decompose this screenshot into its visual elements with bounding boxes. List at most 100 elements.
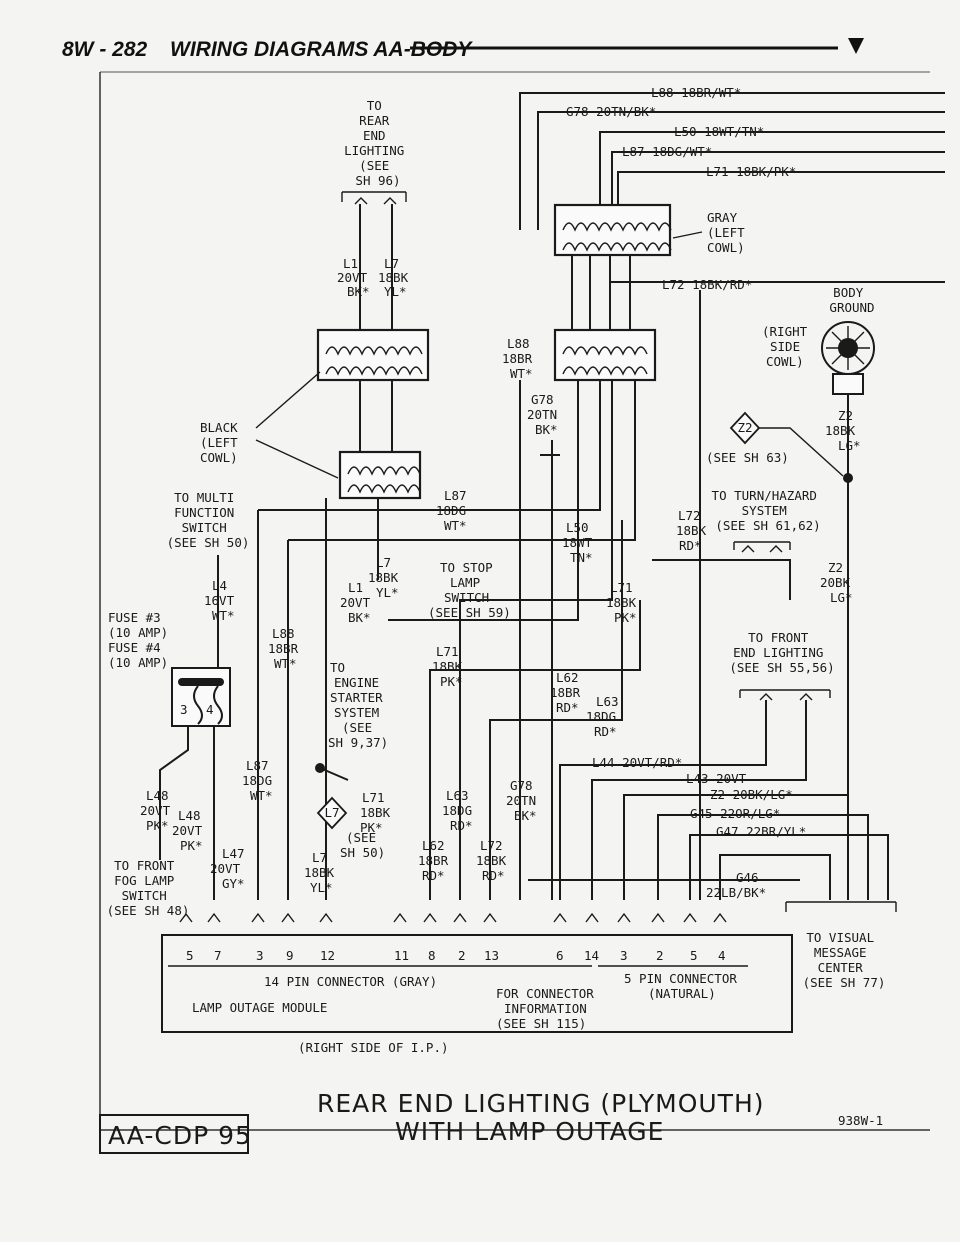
- footer-title-line1: REAR END LIGHTING (PLYMOUTH): [317, 1089, 765, 1118]
- pin-14-b: 7: [214, 948, 222, 963]
- pin-5-b: 2: [656, 948, 664, 963]
- engine-starter-arrow: [315, 763, 349, 781]
- pins-5: 3 2 5 4: [620, 948, 726, 963]
- wire-label-l1-mid: L1 20VT BK*: [340, 580, 378, 625]
- pin-14-a: 5: [186, 948, 194, 963]
- lamp-outage-module: [161, 934, 793, 1033]
- wire-label-l87-lower: L87 18DG WT*: [242, 758, 280, 803]
- footer-code: AA-CDP 95: [108, 1121, 252, 1150]
- right-mid-connector: [553, 328, 657, 382]
- stop-lamp-callout: TO STOP LAMP SWITCH (SEE SH 59): [428, 560, 511, 620]
- svg-text:L7: L7: [324, 805, 339, 820]
- wire-label-z2-bundle: Z2 20BK/LG*: [710, 787, 793, 802]
- gray-connector-leader: [672, 231, 703, 239]
- fuse-callout: FUSE #3 (10 AMP) FUSE #4 (10 AMP): [108, 610, 176, 670]
- mid-wiring: [257, 290, 791, 900]
- wire-label-l7-top: L7 18BK YL*: [378, 256, 416, 299]
- front-end-bracket: [739, 689, 831, 701]
- wire-label-l1-top: L1 20VT BK*: [337, 256, 375, 299]
- wire-label-l48-a: L48 20VT PK*: [140, 788, 178, 833]
- wire-label-g78: G78 20TN/BK*: [566, 104, 656, 119]
- turn-hazard-bracket: [733, 541, 791, 553]
- pin-14-c: 3: [256, 948, 264, 963]
- gray-connector: [553, 203, 672, 257]
- pin-5-c: 5: [690, 948, 698, 963]
- wire-label-g46: G46 22LB/BK*: [706, 870, 766, 900]
- pin-14-i: 13: [484, 948, 499, 963]
- pin-14-e: 12: [320, 948, 335, 963]
- footer-title-line2: WITH LAMP OUTAGE: [395, 1117, 664, 1146]
- pin-5-d: 4: [718, 948, 726, 963]
- wire-label-l50-mid: L50 18WT TN*: [562, 520, 600, 565]
- wire-label-l71-right: L71 18BK PK*: [606, 580, 644, 625]
- wire-label-g45: G45 22OR/LG*: [690, 806, 780, 821]
- pin-14-d: 9: [286, 948, 294, 963]
- pin-14-g: 8: [428, 948, 436, 963]
- pin-5-a: 3: [620, 948, 628, 963]
- pin-14-h: 2: [458, 948, 466, 963]
- black-cowl-label: BLACK (LEFT COWL): [200, 420, 245, 465]
- wire-label-l63-bottom: L63 18DG RD*: [442, 788, 480, 833]
- right-lower-bundle: [528, 740, 889, 900]
- connector-5-label: 5 PIN CONNECTOR (NATURAL): [624, 971, 744, 1001]
- rear-lighting-wires: [359, 204, 393, 330]
- wire-label-l47: L47 20VT GY*: [210, 846, 252, 891]
- see-sh-63-label: (SEE SH 63): [706, 450, 789, 465]
- visual-message-callout: TO VISUAL MESSAGE CENTER (SEE SH 77): [803, 930, 886, 990]
- wire-label-l72: L72 18BK/RD*: [662, 277, 752, 292]
- l7-diamond: L7: [316, 796, 348, 830]
- gray-to-mid-wires: [571, 255, 631, 330]
- pin-14-j: 6: [556, 948, 564, 963]
- wire-label-l7-bottom: L7 18BK YL*: [304, 850, 342, 895]
- wire-label-l62-bottom: L62 18BR RD*: [418, 838, 456, 883]
- wire-label-z2-lower: Z2 20BK LG*: [820, 560, 858, 605]
- gray-connector-label: GRAY (LEFT COWL): [707, 210, 752, 255]
- connector-info-label: FOR CONNECTOR INFORMATION (SEE SH 115): [496, 986, 601, 1031]
- pin-14-f: 11: [394, 948, 409, 963]
- wire-label-l71-bottom: L71 18BK PK*: [360, 790, 398, 835]
- page-title: WIRING DIAGRAMS AA-BODY: [170, 38, 473, 61]
- footer-ref: 938W-1: [838, 1113, 883, 1128]
- rear-lighting-bracket: [341, 191, 407, 205]
- wire-label-l71: L71 18BK/PK*: [706, 164, 796, 179]
- black-connector-upper: [316, 328, 430, 382]
- wire-label-l72-mid: L72 18BK RD*: [676, 508, 714, 553]
- wire-label-l7-mid: L7 18BK YL*: [368, 555, 406, 600]
- wire-label-l43: L43 20VT: [686, 771, 747, 786]
- wire-label-g47: G47 22BR/YL*: [716, 824, 806, 839]
- turn-hazard-callout: TO TURN/HAZARD SYSTEM (SEE SH 61,62): [712, 488, 825, 533]
- pins-14: 5 7 3 9 12 11 8 2 13 6 14: [186, 948, 599, 963]
- black-cowl-leaders: [255, 371, 339, 479]
- upper-to-lower-black-wires: [359, 380, 393, 452]
- code-box: [99, 1114, 249, 1154]
- see-sh-50-label: (SEE SH 50): [340, 830, 385, 860]
- wire-label-g78-bottom: G78 20TN BK*: [506, 778, 544, 823]
- wire-label-l88: L88 18BR/WT*: [651, 85, 741, 100]
- wire-label-l87: L87 18DG/WT*: [622, 144, 712, 159]
- wire-label-l62-upper: L62 18BR RD*: [550, 670, 588, 715]
- fuse-block-icon: 3 4: [171, 667, 231, 727]
- connector-14-label: 14 PIN CONNECTOR (GRAY): [264, 974, 437, 989]
- body-ground-label: BODY GROUND: [829, 285, 874, 315]
- fuse-output-wires: [159, 726, 215, 900]
- pin-14-k: 14: [584, 948, 599, 963]
- top-right-wire-labels: L88 18BR/WT* G78 20TN/BK* L50 18WT/TN* L…: [566, 85, 796, 292]
- wire-label-l71-lower: L71 18BK PK*: [432, 644, 470, 689]
- wire-label-l44: L44 20VT/RD*: [592, 755, 682, 770]
- module-location: (RIGHT SIDE OF I.P.): [298, 1040, 449, 1055]
- module-name: LAMP OUTAGE MODULE: [192, 1000, 327, 1015]
- top-right-wires: [519, 92, 945, 283]
- svg-text:Z2: Z2: [737, 420, 752, 435]
- wire-label-l48-b: L48 20VT PK*: [172, 808, 210, 853]
- right-cowl-label: (RIGHT SIDE COWL): [762, 324, 815, 369]
- front-end-callout: TO FRONT END LIGHTING (SEE SH 55,56): [729, 630, 834, 675]
- header-marker-icon: [848, 38, 864, 54]
- wire-label-l88-mid: L88 18BR WT*: [502, 336, 540, 381]
- wire-label-g78-mid: G78 20TN BK*: [527, 392, 565, 437]
- fog-lamp-callout: TO FRONT FOG LAMP SWITCH (SEE SH 48): [107, 858, 190, 918]
- wire-label-l63-upper: L63 18DG RD*: [586, 694, 626, 739]
- wire-label-z2-right: Z2 18BK LG*: [825, 408, 863, 453]
- page-number: 8W - 282: [62, 38, 148, 61]
